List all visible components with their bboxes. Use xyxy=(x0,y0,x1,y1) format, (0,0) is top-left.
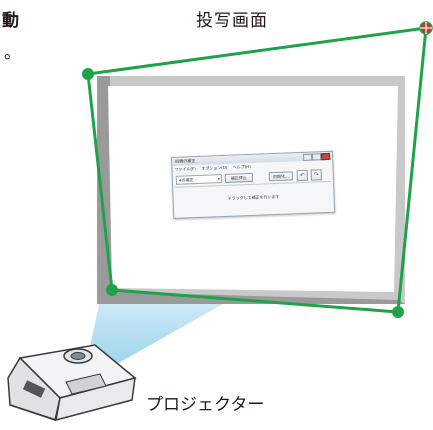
stop-correction-button[interactable]: 補正停止 xyxy=(224,172,254,183)
screen-title-label: 投写画面 xyxy=(196,11,268,31)
redo-icon[interactable]: ↷ xyxy=(310,169,323,181)
menu-options[interactable]: オプション(O) xyxy=(201,164,228,171)
undo-icon[interactable]: ↶ xyxy=(296,169,309,182)
mode-select-value: 4点補正 xyxy=(178,177,194,183)
dialog-title: 四隅の補正 xyxy=(175,158,196,164)
projector-device xyxy=(7,344,137,422)
minimize-icon[interactable] xyxy=(302,153,313,161)
mode-select[interactable]: 4点補正 ▾ xyxy=(175,174,223,185)
projector-side xyxy=(55,376,136,422)
crosshair-handle-icon[interactable] xyxy=(419,21,433,35)
dialog-status-text: ドラッグして補正を行います xyxy=(227,193,280,201)
menu-file[interactable]: ファイル(F) xyxy=(174,166,196,172)
reset-button[interactable]: 初期化... xyxy=(268,171,293,182)
cropped-text-top: 動 xyxy=(2,11,19,31)
projector-label: プロジェクター xyxy=(146,395,265,415)
corner-handle-bottom-left[interactable] xyxy=(106,284,118,296)
close-icon[interactable] xyxy=(320,152,331,161)
maximize-icon[interactable] xyxy=(311,153,322,161)
light-beam xyxy=(85,300,230,370)
keystone-dialog-window: 四隅の補正 ファイル(F) オプション(O) ヘルプ(H) 4点補正 ▾ 補正停… xyxy=(171,150,336,219)
corner-handle-bottom-right[interactable] xyxy=(392,306,404,318)
projector-panel xyxy=(65,373,107,395)
cropped-text-period: 。 xyxy=(4,43,21,63)
menu-help[interactable]: ヘルプ(H) xyxy=(232,163,251,170)
projector-vents xyxy=(22,380,46,398)
corner-handle-top-left[interactable] xyxy=(82,68,94,80)
chevron-down-icon: ▾ xyxy=(217,176,220,182)
